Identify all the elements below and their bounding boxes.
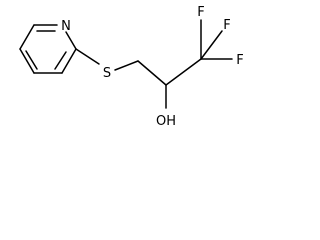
bond-c2-s [75, 48, 100, 65]
atom-fluorine-top: F [197, 5, 204, 20]
bond-ring-n-c2 [65, 31, 77, 50]
bond-c-f-top-right [200, 30, 223, 60]
structure-diagram: N S OH F F F [19, 5, 244, 129]
bond-ring-c2-c3 [61, 48, 77, 74]
atom-nitrogen: N [61, 19, 71, 34]
bond-ring-double-3 [25, 50, 38, 70]
bonds [19, 19, 233, 109]
atom-sulfur: S [103, 66, 111, 81]
bond-ring-c4-c5 [19, 48, 35, 74]
atom-fluorine-right: F [236, 53, 243, 68]
bond-ring-double-1 [54, 51, 67, 70]
bond-ring-c5-c6 [19, 24, 35, 50]
bond-s-ch2 [114, 60, 139, 71]
bond-ch2-choh [137, 60, 167, 86]
atom-fluorine-top-right: F [223, 18, 230, 33]
atom-hydroxyl: OH [156, 114, 176, 129]
bond-choh-cf3 [165, 58, 202, 86]
